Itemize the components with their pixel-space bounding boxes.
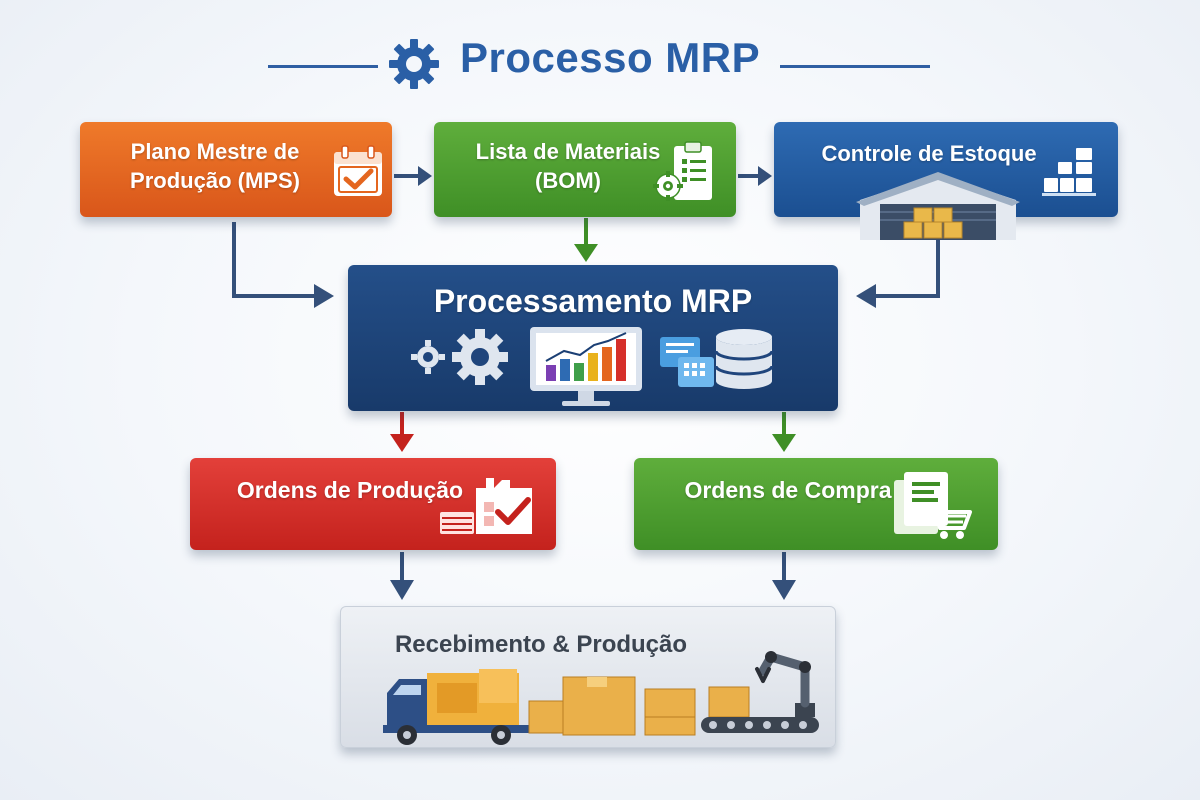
- node-mps-label: Plano Mestre de Produção (MPS): [130, 139, 300, 193]
- monitor-chart-icon: [530, 327, 642, 406]
- node-production-orders: Ordens de Produção: [190, 458, 556, 550]
- node-bom-label: Lista de Materiais (BOM): [475, 139, 661, 193]
- node-receiving: Recebimento & Produção: [340, 606, 836, 748]
- node-production-orders-label: Ordens de Produção: [236, 477, 464, 503]
- gear-icon: [389, 39, 439, 89]
- cart-document-icon: [894, 472, 972, 539]
- node-stock-label: Controle de Estoque: [821, 141, 1037, 166]
- arrow-stock-processing: [872, 240, 940, 298]
- title-bar: Processo MRP: [0, 30, 1200, 94]
- node-bom: Lista de Materiais (BOM): [434, 122, 736, 217]
- calendar-check-icon: [334, 145, 382, 196]
- node-purchase-orders-label: Ordens de Compra: [684, 477, 892, 503]
- gears-icon: [411, 329, 508, 385]
- title-rule-left: [268, 65, 378, 68]
- node-mps: Plano Mestre de Produção (MPS): [80, 122, 392, 217]
- truck-boxes-robot-arm-icon: [383, 651, 819, 745]
- factory-check-icon: [440, 478, 532, 534]
- node-processing-label: Processamento MRP: [433, 283, 753, 319]
- title-rule-right: [780, 65, 930, 68]
- database-icon: [660, 329, 774, 389]
- node-receiving-label: Recebimento & Produção: [394, 631, 688, 658]
- shelf-boxes-icon: [1042, 148, 1096, 196]
- page-title: Processo MRP: [460, 34, 761, 81]
- node-purchase-orders: Ordens de Compra: [634, 458, 998, 550]
- clipboard-gear-icon: [653, 141, 712, 201]
- arrow-mps-processing: [232, 222, 318, 298]
- node-processing: Processamento MRP: [348, 265, 838, 411]
- warehouse-icon: [856, 172, 1020, 240]
